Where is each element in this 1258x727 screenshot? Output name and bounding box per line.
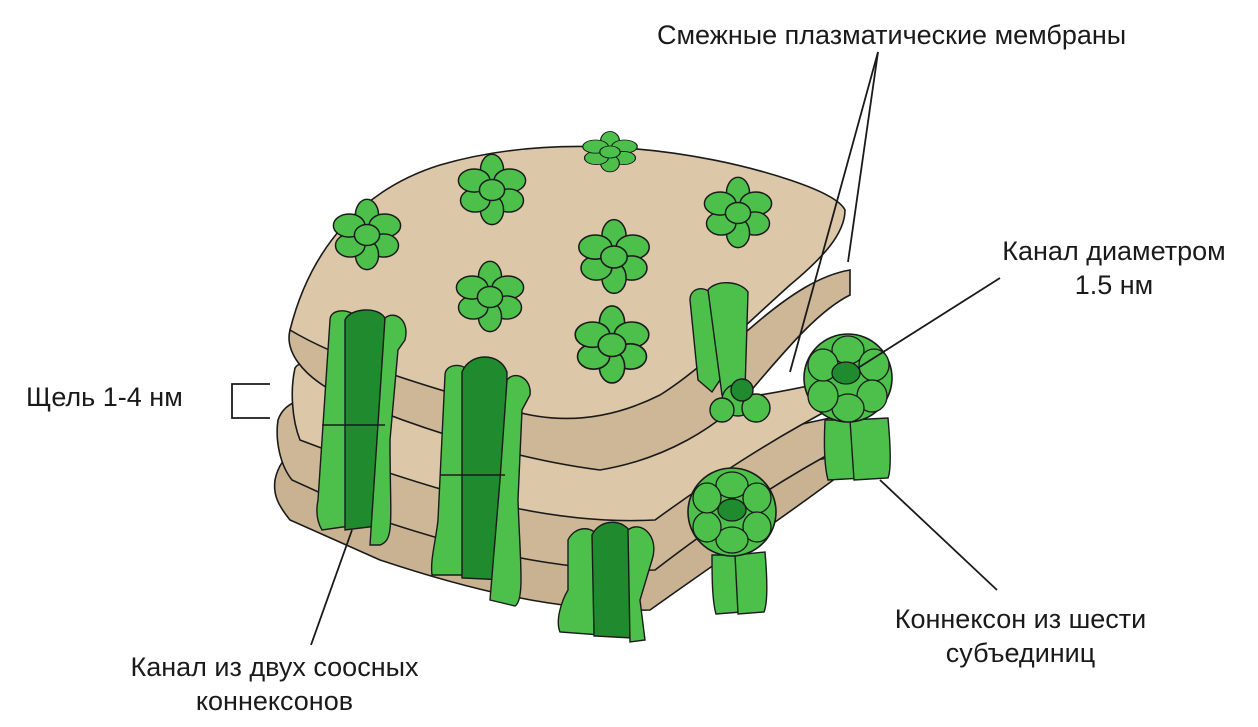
channel-c bbox=[558, 522, 654, 642]
label-channel-two: Канал из двух соосных коннексонов bbox=[112, 650, 437, 718]
label-channel-diameter-line2: 1.5 нм bbox=[990, 268, 1238, 302]
gap-bracket bbox=[232, 384, 270, 418]
label-membranes: Смежные плазматические мембраны bbox=[657, 18, 1126, 52]
connexon-f bbox=[688, 468, 776, 614]
label-channel-two-line2: коннексонов bbox=[112, 684, 437, 718]
label-gap: Щель 1-4 нм bbox=[26, 380, 183, 414]
label-connexon-line1: Коннексон из шести bbox=[878, 602, 1163, 636]
label-connexon: Коннексон из шести субъединиц bbox=[878, 602, 1163, 670]
diameter-leader bbox=[858, 278, 1000, 368]
channel-leader bbox=[311, 530, 352, 645]
label-channel-two-line1: Канал из двух соосных bbox=[112, 650, 437, 684]
label-channel-diameter: Канал диаметром 1.5 нм bbox=[990, 234, 1238, 302]
label-connexon-line2: субъединиц bbox=[878, 636, 1163, 670]
connexon-leader bbox=[880, 480, 997, 590]
label-channel-diameter-line1: Канал диаметром bbox=[990, 234, 1238, 268]
membrane-leader-2 bbox=[848, 52, 878, 262]
channel-b bbox=[432, 357, 531, 606]
